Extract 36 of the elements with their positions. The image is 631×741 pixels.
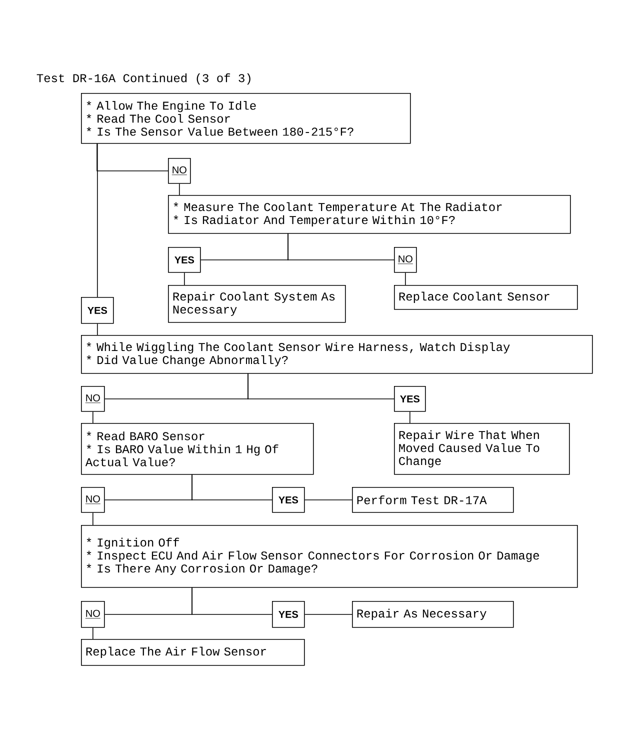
step-box: * Allow The Engine To Idle * Read The Cool Sensor * Is The Sensor Value Between 180-215°F? (81, 93, 411, 144)
no-box: NO (168, 158, 191, 184)
connector-line (248, 373, 394, 400)
connector-line (304, 614, 352, 615)
connector-line (192, 587, 272, 615)
connector-line (179, 183, 180, 196)
connector-line (92, 627, 94, 640)
connector-line (405, 272, 406, 286)
connector-line (92, 512, 94, 526)
no-box: NO (81, 386, 105, 412)
yes-box: YES (81, 297, 114, 324)
connector-line (97, 323, 98, 336)
yes-box: YES (168, 247, 201, 273)
no-box: NO (394, 247, 417, 273)
action-box: Replace Coolant Sensor (394, 285, 578, 310)
action-box: Perform Test DR-17A (352, 487, 514, 513)
connector-line (92, 411, 94, 424)
no-box: NO (81, 487, 105, 513)
connector-line (97, 143, 98, 298)
action-box: Repair As Necessary (352, 601, 514, 628)
yes-box: YES (272, 601, 305, 628)
connector-line (96, 143, 168, 172)
action-box: Replace The Air Flow Sensor (81, 639, 305, 666)
connector-line (184, 272, 185, 286)
step-box: * Measure The Coolant Temperature At The Radiator * Is Radiator And Temperature Within 10°F? (168, 195, 571, 234)
title: Test DR-16A Continued (3 of 3) (36, 73, 250, 85)
step-box: * While Wiggling The Coolant Sensor Wire Harness, Watch Display * Did Value Change Abnormally? (81, 335, 593, 374)
yes-box: YES (394, 386, 426, 412)
action-box: Repair Coolant System As Necessary (168, 285, 346, 323)
step-box: * Ignition Off * Inspect ECU And Air Flow Sensor Connectors For Corrosion Or Damage * Is There Any Corrosion Or Damage? (81, 525, 578, 588)
yes-box: YES (272, 487, 305, 513)
connector-line (288, 233, 394, 260)
no-box: NO (81, 601, 105, 628)
connector-line (192, 474, 272, 500)
action-box: Repair Wire That When Moved Caused Value To Change (394, 423, 570, 475)
step-box: * Read BARO Sensor * Is BARO Value Within 1 Hg Of Actual Value? (81, 423, 314, 475)
